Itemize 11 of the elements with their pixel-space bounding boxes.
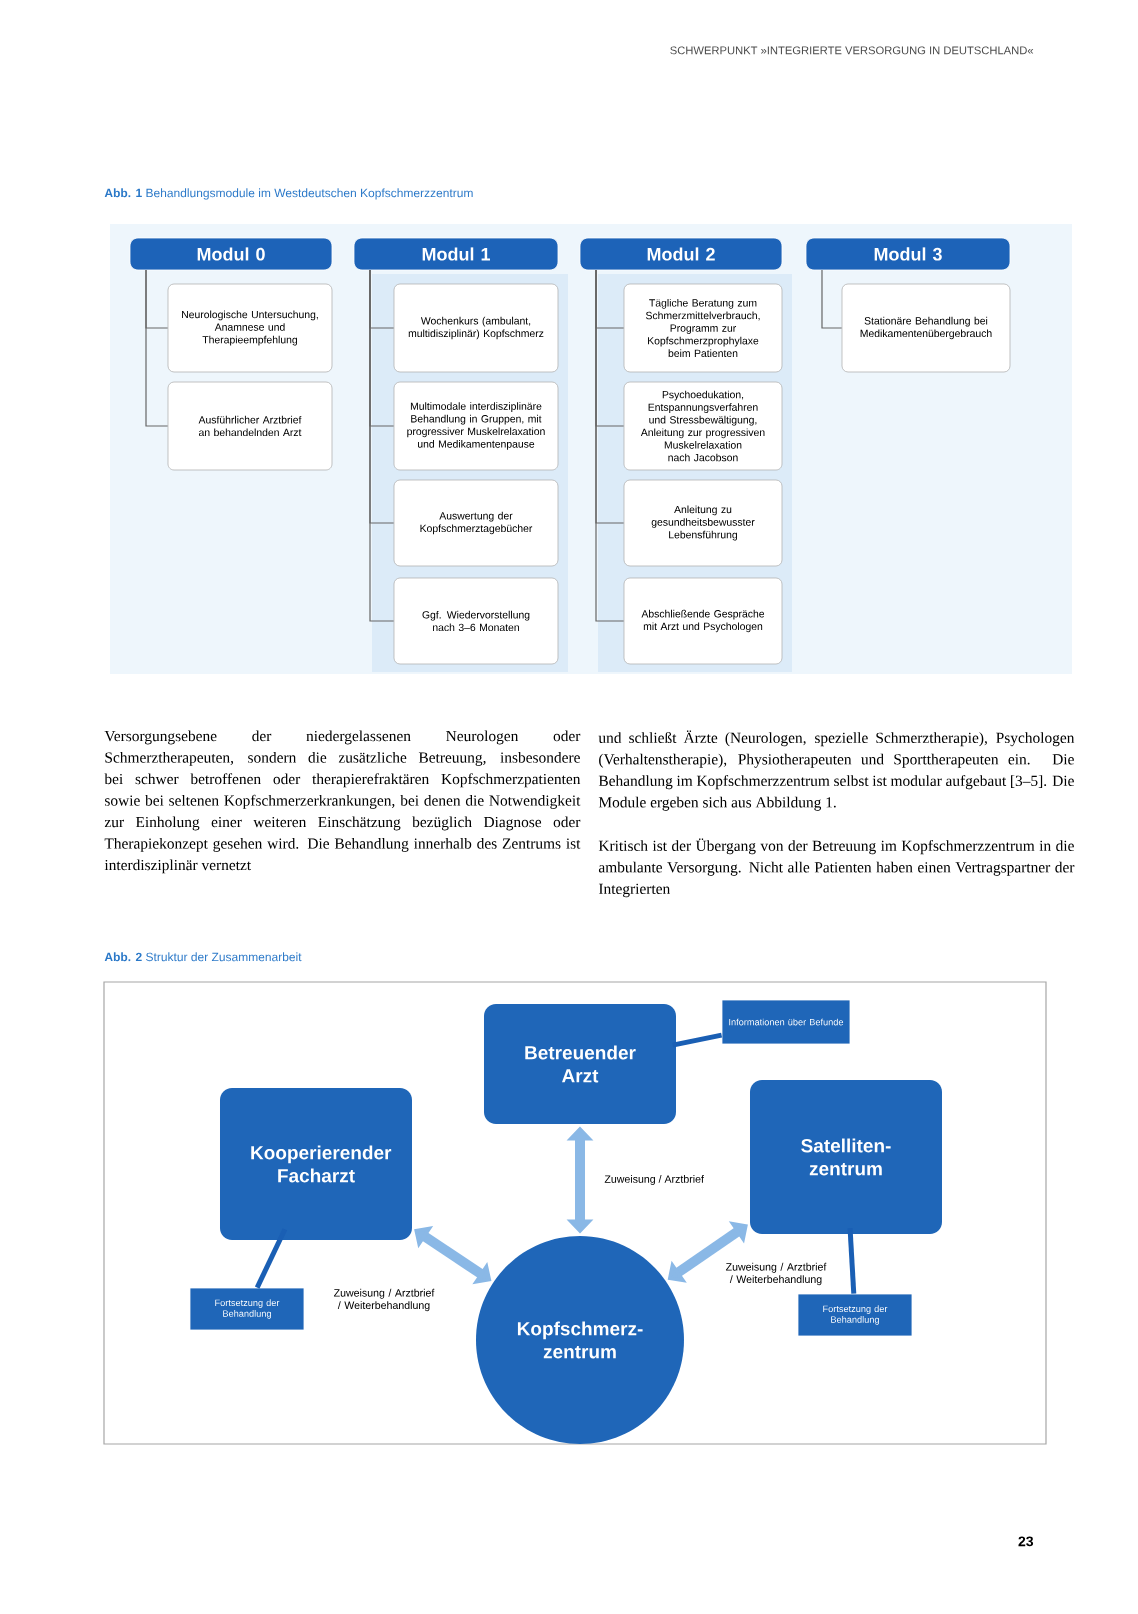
module-header: Modul 3 xyxy=(805,237,1011,271)
partner-box: Kooperierender Facharzt xyxy=(220,1088,412,1240)
partner-box: Satelliten-zentrum xyxy=(750,1080,942,1234)
connector-line xyxy=(369,269,395,622)
module-header: Modul 0 xyxy=(129,237,333,271)
connector-line xyxy=(821,269,843,329)
module-header: Modul 2 xyxy=(579,237,783,271)
module-header: Modul 1 xyxy=(353,237,559,271)
partner-box: Betreuender Arzt xyxy=(484,1004,676,1124)
connector-line xyxy=(145,269,169,427)
connector-line xyxy=(595,269,625,622)
